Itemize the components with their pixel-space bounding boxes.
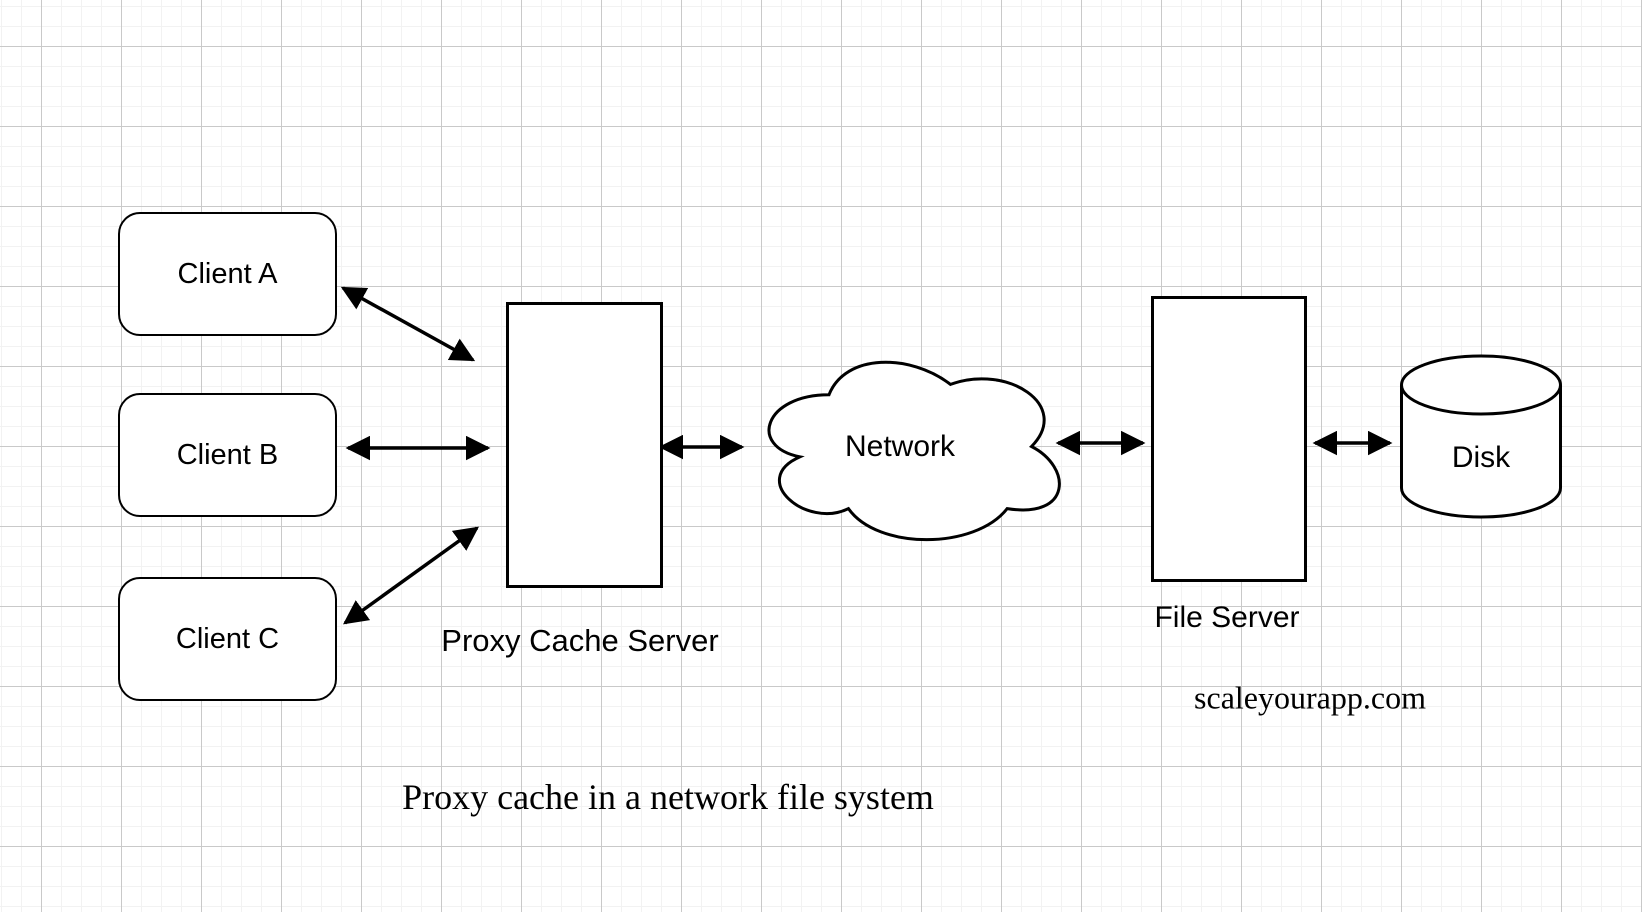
node-client-c-label: Client C xyxy=(175,622,280,655)
network-cloud-shape xyxy=(767,360,1061,542)
edge-client-c-proxy xyxy=(343,526,479,625)
node-client-a-label: Client A xyxy=(177,257,278,290)
node-client-a: Client A xyxy=(118,212,337,336)
node-client-b: Client B xyxy=(118,393,337,517)
file-server-label: File Server xyxy=(1154,601,1300,634)
node-client-b-label: Client B xyxy=(176,438,279,471)
node-file-server xyxy=(1151,296,1307,582)
disk-cylinder-shape xyxy=(1400,354,1562,519)
proxy-cache-server-label: Proxy Cache Server xyxy=(441,623,719,658)
network-label: Network xyxy=(844,430,956,463)
disk-label: Disk xyxy=(1451,441,1511,474)
node-client-c: Client C xyxy=(118,577,337,701)
node-proxy-cache-server xyxy=(506,302,663,588)
watermark-text: scaleyourapp.com xyxy=(1194,679,1426,716)
edge-client-a-proxy xyxy=(340,286,476,362)
diagram-caption: Proxy cache in a network file system xyxy=(402,777,934,817)
